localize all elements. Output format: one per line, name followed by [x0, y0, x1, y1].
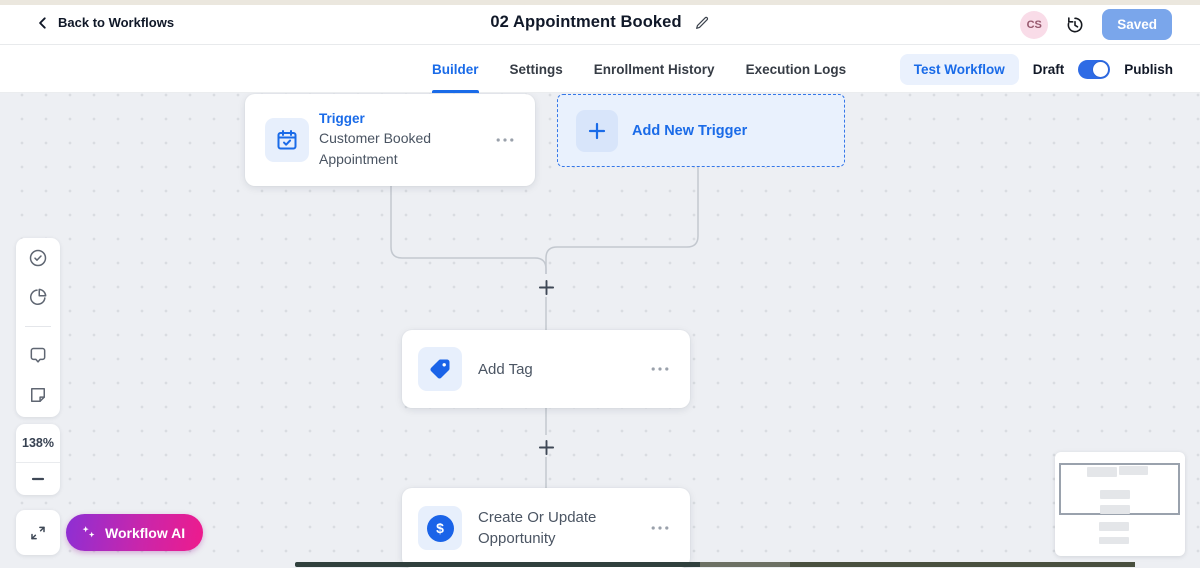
plus-icon: [576, 109, 618, 152]
trigger-texts: Trigger Customer Booked Appointment: [319, 111, 469, 169]
sparkles-icon: [80, 524, 97, 541]
fullscreen-button[interactable]: [16, 510, 60, 555]
calendar-check-icon: [265, 118, 309, 162]
header: Back to Workflows 02 Appointment Booked …: [0, 5, 1200, 45]
zoom-control: 138%: [16, 424, 60, 495]
add-new-trigger-box[interactable]: Add New Trigger: [557, 94, 845, 167]
canvas-tool-palette: [16, 238, 60, 417]
connector-lines: [390, 167, 699, 488]
divider: [16, 462, 60, 463]
tab-execution-logs[interactable]: Execution Logs: [745, 61, 847, 77]
chevron-left-icon: [36, 16, 50, 30]
edit-title-icon[interactable]: [694, 15, 710, 31]
trigger-options-menu-icon[interactable]: [495, 132, 515, 148]
workflow-ai-label: Workflow AI: [105, 524, 186, 541]
tag-icon: [418, 347, 462, 391]
action-title: Add Tag: [478, 360, 533, 378]
workflow-ai-button[interactable]: Workflow AI: [66, 514, 204, 551]
toggle-knob: [1093, 61, 1109, 77]
tabbar: Builder Settings Enrollment History Exec…: [0, 45, 1200, 93]
builder-canvas: Trigger Customer Booked Appointment Add …: [0, 93, 1200, 568]
comment-icon[interactable]: [28, 346, 48, 366]
trigger-title: Customer Booked Appointment: [319, 130, 432, 167]
expand-icon: [29, 524, 47, 542]
minimap-node: [1100, 505, 1130, 514]
tab-builder[interactable]: Builder: [432, 45, 479, 93]
add-step-icon[interactable]: [537, 438, 555, 456]
pie-chart-icon[interactable]: [28, 287, 48, 307]
zoom-out-button[interactable]: [16, 463, 60, 495]
scrollbar-track-segment: [790, 562, 1135, 567]
action-node-opportunity[interactable]: $ Create Or Update Opportunity: [402, 488, 690, 568]
back-label: Back to Workflows: [58, 15, 175, 30]
horizontal-scrollbar[interactable]: [295, 562, 1135, 567]
version-history-icon[interactable]: [1064, 14, 1086, 36]
scrollbar-thumb[interactable]: [700, 562, 790, 567]
divider: [25, 326, 51, 327]
tabbar-right: Test Workflow Draft Publish: [899, 45, 1173, 93]
dollar-icon: $: [418, 506, 462, 550]
draft-label: Draft: [1032, 61, 1065, 77]
minimap-node: [1100, 490, 1130, 499]
minimap-node: [1119, 466, 1148, 475]
action-title: Create Or Update Opportunity: [478, 509, 597, 547]
tab-settings[interactable]: Settings: [509, 61, 563, 77]
action-node-add-tag[interactable]: Add Tag: [402, 330, 690, 408]
page-title: 02 Appointment Booked: [490, 13, 682, 31]
action-options-menu-icon[interactable]: [650, 361, 670, 377]
publish-label: Publish: [1124, 61, 1173, 77]
minimap-node: [1099, 522, 1129, 531]
check-circle-icon[interactable]: [28, 248, 48, 268]
minimap-node: [1087, 467, 1117, 477]
action-options-menu-icon[interactable]: [650, 520, 670, 536]
top-edge-strip: [0, 0, 1200, 5]
trigger-badge: Trigger: [319, 111, 365, 127]
back-to-workflows-link[interactable]: Back to Workflows: [36, 15, 174, 30]
dollar-glyph: $: [426, 514, 454, 542]
saved-button[interactable]: Saved: [1102, 9, 1172, 40]
publish-toggle[interactable]: [1078, 59, 1111, 79]
minimap[interactable]: [1055, 452, 1185, 556]
trigger-node-card[interactable]: Trigger Customer Booked Appointment: [245, 94, 535, 186]
minimap-node: [1099, 537, 1129, 544]
add-new-trigger-label: Add New Trigger: [632, 122, 748, 139]
add-step-icon[interactable]: [537, 278, 555, 296]
tabs: Builder Settings Enrollment History Exec…: [432, 45, 846, 93]
sticky-note-icon[interactable]: [28, 385, 48, 405]
test-workflow-button[interactable]: Test Workflow: [899, 53, 1019, 85]
header-right: CS Saved: [1020, 9, 1172, 40]
avatar[interactable]: CS: [1020, 10, 1049, 39]
zoom-level: 138%: [22, 436, 54, 450]
tab-enrollment-history[interactable]: Enrollment History: [593, 61, 715, 77]
